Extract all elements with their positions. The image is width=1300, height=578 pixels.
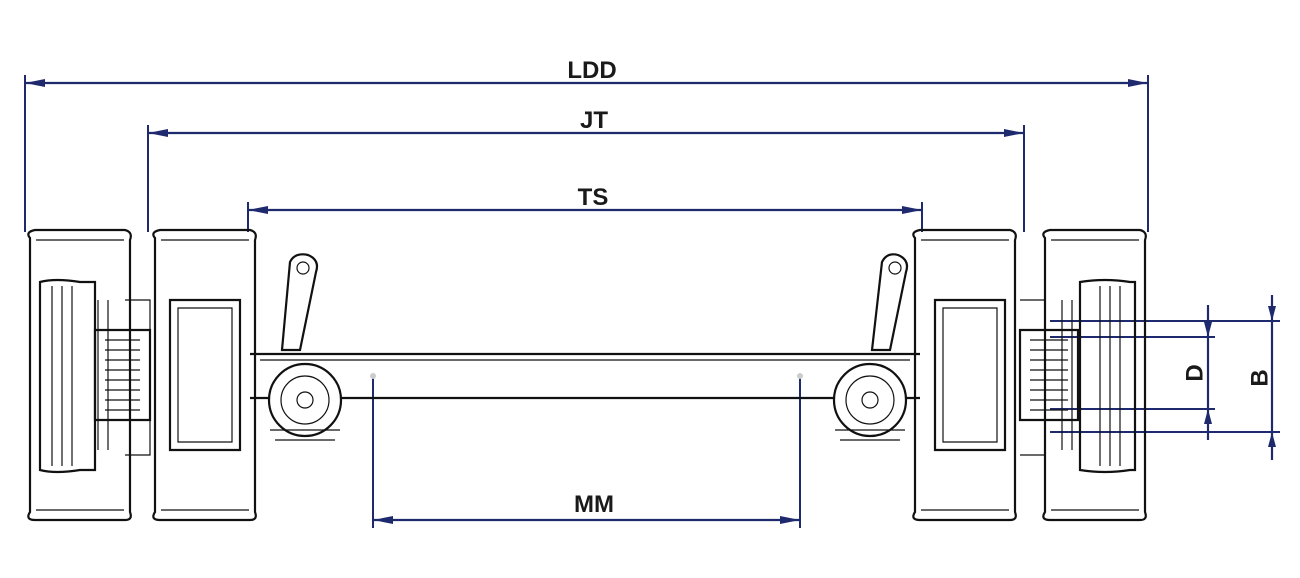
- left-spring-seat-marker: [370, 373, 376, 379]
- dimension-ldd: LDD: [24, 57, 1149, 232]
- ts-label: TS: [578, 184, 609, 211]
- left-brake-chamber: [267, 362, 343, 441]
- left-hub: [93, 299, 152, 456]
- left-outer-wheel: [27, 228, 132, 522]
- axle-beam: [250, 352, 920, 400]
- ldd-label: LDD: [567, 57, 616, 84]
- jt-label: JT: [580, 107, 608, 134]
- left-brake-lever: [280, 253, 319, 352]
- dimension-b: B: [1050, 295, 1280, 460]
- left-inner-wheel: [152, 228, 257, 522]
- dimension-jt: JT: [147, 107, 1025, 232]
- right-brake-lever: [870, 253, 909, 352]
- right-hub: [1018, 299, 1080, 456]
- right-spring-seat-marker: [797, 373, 803, 379]
- dimension-ts: TS: [247, 184, 923, 232]
- right-outer-wheel: [1042, 228, 1147, 522]
- mm-label: MM: [574, 491, 614, 518]
- right-inner-wheel: [912, 228, 1017, 522]
- b-label: B: [1246, 369, 1273, 386]
- right-brake-chamber: [832, 362, 908, 441]
- dimension-mm: MM: [372, 378, 801, 528]
- d-label: D: [1181, 364, 1208, 381]
